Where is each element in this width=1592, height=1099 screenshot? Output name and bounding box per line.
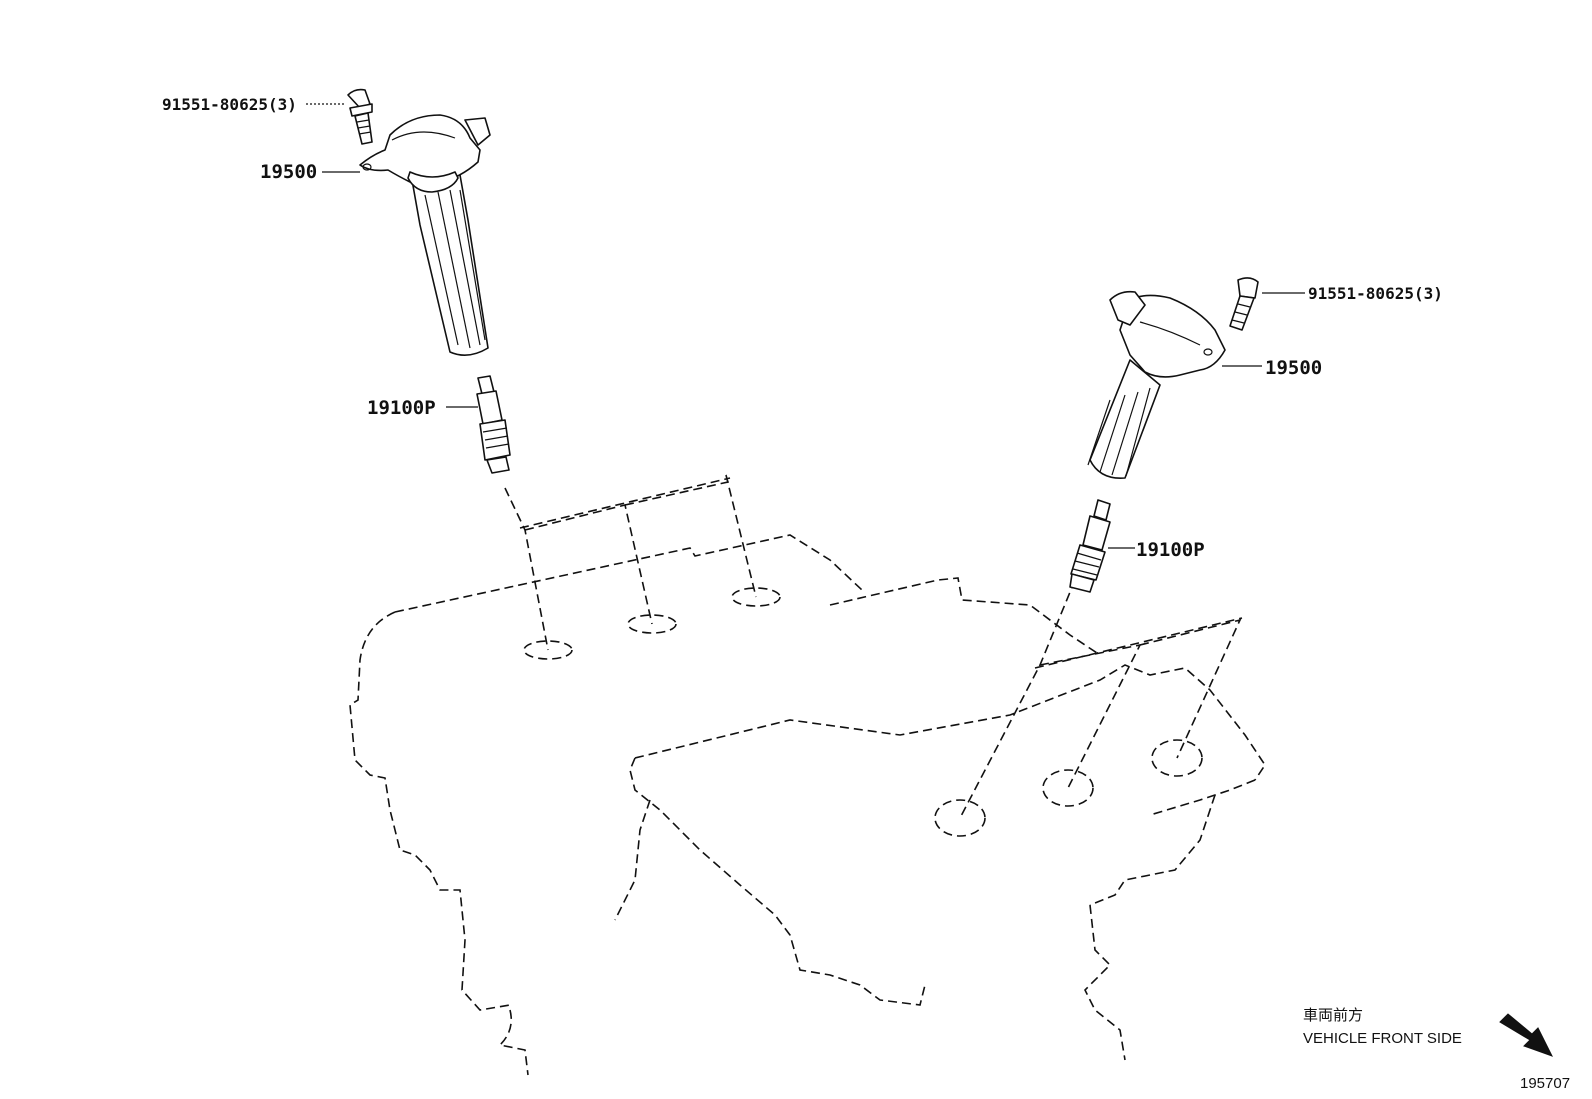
front-arrow-icon <box>1499 1013 1554 1057</box>
plug-holes-left-bank <box>504 474 781 660</box>
spark-plug-left <box>476 375 511 474</box>
direction-label-jp: 車両前方 <box>1303 1007 1363 1024</box>
figure-id: 195707 <box>1520 1075 1570 1092</box>
spark-plug-right <box>1069 499 1111 593</box>
callout-coil-right: 19500 <box>1265 357 1322 379</box>
callout-bolt-right: 91551-80625(3) <box>1308 284 1443 303</box>
callout-coil-left: 19500 <box>260 161 317 183</box>
callout-plug-left: 19100P <box>367 397 436 419</box>
engine-block-outline <box>349 534 1266 1076</box>
ignition-coil-right <box>1087 290 1226 479</box>
vehicle-front-indicator: 車両前方 VEHICLE FRONT SIDE <box>1303 1007 1554 1057</box>
callout-bolt-left: 91551-80625(3) <box>162 95 297 114</box>
direction-label-en: VEHICLE FRONT SIDE <box>1303 1030 1462 1047</box>
callout-plug-right: 19100P <box>1136 539 1205 561</box>
bolt-right <box>1229 277 1259 331</box>
ignition-coil-left <box>359 114 491 356</box>
leader-lines <box>306 103 1305 549</box>
bolt-left <box>347 88 373 145</box>
plug-holes-right-bank <box>934 579 1243 837</box>
